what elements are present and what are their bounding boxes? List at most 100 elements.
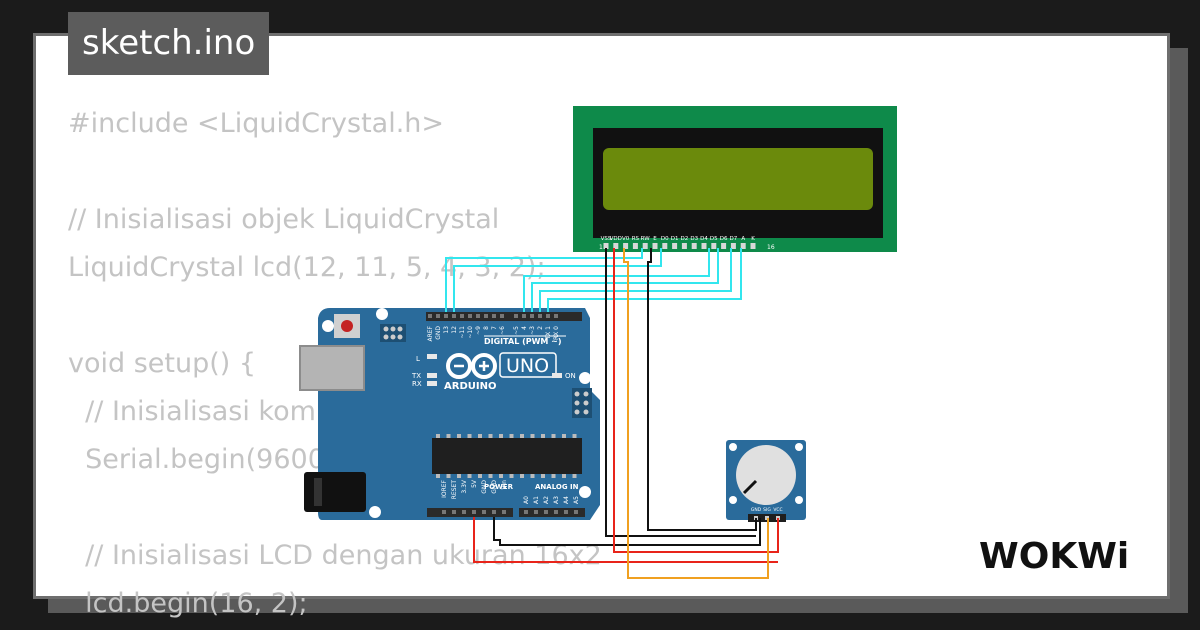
led-on-label: ON bbox=[565, 372, 576, 380]
header-slot[interactable] bbox=[514, 314, 518, 318]
analog-pin-label: A1 bbox=[533, 496, 540, 504]
chip-leg bbox=[572, 474, 577, 478]
lcd-pin[interactable] bbox=[642, 243, 648, 249]
header-slot[interactable] bbox=[492, 510, 496, 514]
chip-leg bbox=[478, 474, 482, 478]
pot-pin-label: SIG bbox=[763, 507, 771, 513]
digital-pin-label: ~10 bbox=[467, 326, 474, 339]
lcd-pin[interactable] bbox=[711, 243, 717, 249]
lcd-pin[interactable] bbox=[740, 243, 746, 249]
lcd-pin[interactable] bbox=[652, 243, 658, 249]
digital-pin-label: 4 bbox=[521, 326, 528, 330]
header-slot[interactable] bbox=[500, 314, 504, 318]
header-slot[interactable] bbox=[462, 510, 466, 514]
chip-leg bbox=[541, 434, 545, 438]
lcd-pin-label: VSS bbox=[601, 236, 612, 242]
chip-leg bbox=[478, 434, 482, 438]
digital-pin-label: ~11 bbox=[459, 326, 466, 339]
lcd-pin[interactable] bbox=[672, 243, 678, 249]
code-line: void setup() { bbox=[68, 348, 257, 379]
chip-leg bbox=[467, 474, 472, 478]
analog-pin-label: A4 bbox=[563, 496, 570, 504]
header-slot[interactable] bbox=[442, 510, 446, 514]
lcd-pin[interactable] bbox=[613, 243, 619, 249]
led-tx-label: TX bbox=[411, 372, 421, 380]
header-slot[interactable] bbox=[544, 510, 548, 514]
lcd-pin[interactable] bbox=[603, 243, 609, 249]
lcd-pin[interactable] bbox=[721, 243, 727, 249]
header-slot[interactable] bbox=[452, 314, 456, 318]
header-slot[interactable] bbox=[428, 314, 432, 318]
lcd-pin[interactable] bbox=[623, 243, 629, 249]
chip-leg bbox=[572, 434, 577, 438]
header-slot[interactable] bbox=[476, 314, 480, 318]
power-jack-inner bbox=[314, 478, 322, 506]
lcd-pin-label: D6 bbox=[720, 236, 728, 242]
microcontroller-chip bbox=[432, 434, 582, 478]
header-slot[interactable] bbox=[554, 314, 558, 318]
power-pin-label: GND bbox=[481, 480, 488, 494]
led-on bbox=[552, 373, 562, 378]
analog-pin-label: A5 bbox=[573, 496, 580, 504]
lcd-pin[interactable] bbox=[681, 243, 687, 249]
header-slot[interactable] bbox=[546, 314, 550, 318]
pot-mount-hole bbox=[729, 496, 737, 504]
digital-pin-label: RX 0 bbox=[553, 326, 560, 340]
lcd-pin[interactable] bbox=[632, 243, 638, 249]
wire-vss-gnd bbox=[605, 248, 756, 537]
lcd-pin-label: VDD bbox=[610, 236, 622, 242]
header-slot[interactable] bbox=[524, 510, 528, 514]
header-slot[interactable] bbox=[564, 510, 568, 514]
header-slot[interactable] bbox=[574, 510, 578, 514]
header-slot[interactable] bbox=[554, 510, 558, 514]
digital-label: DIGITAL (PWM ~) bbox=[484, 337, 562, 346]
header-slot[interactable] bbox=[538, 314, 542, 318]
power-header bbox=[427, 508, 513, 517]
chip-leg bbox=[488, 434, 493, 438]
header-slot[interactable] bbox=[436, 314, 440, 318]
chip-leg bbox=[530, 474, 535, 478]
reset-button[interactable] bbox=[341, 320, 353, 332]
chip-leg bbox=[488, 474, 493, 478]
header-slot[interactable] bbox=[468, 314, 472, 318]
code-line: lcd.begin(16, 2); bbox=[68, 588, 308, 619]
digital-pin-label: 8 bbox=[483, 326, 490, 330]
header-slot[interactable] bbox=[484, 314, 488, 318]
header-slot[interactable] bbox=[534, 510, 538, 514]
header-slot[interactable] bbox=[492, 314, 496, 318]
power-pin-label: 5V bbox=[471, 479, 478, 488]
pot-knob[interactable] bbox=[736, 445, 796, 505]
analog-pin-label: A2 bbox=[543, 496, 550, 504]
arduino-logo bbox=[446, 353, 497, 379]
header-slot[interactable] bbox=[522, 314, 526, 318]
lcd-pin[interactable] bbox=[730, 243, 736, 249]
chip-leg bbox=[551, 474, 556, 478]
pot-mount-hole bbox=[795, 496, 803, 504]
header-slot[interactable] bbox=[472, 510, 476, 514]
lcd-pin-label: D3 bbox=[690, 236, 698, 242]
lcd-pin[interactable] bbox=[701, 243, 707, 249]
analog-label: ANALOG IN bbox=[535, 483, 579, 491]
header-slot[interactable] bbox=[502, 510, 506, 514]
code-line: // Inisialisasi objek LiquidCrystal bbox=[68, 204, 500, 235]
lcd-pin-label: E bbox=[653, 236, 657, 242]
lcd-pin[interactable] bbox=[662, 243, 668, 249]
lcd-pin[interactable] bbox=[691, 243, 697, 249]
file-tab[interactable]: sketch.ino bbox=[68, 12, 270, 75]
header-slot[interactable] bbox=[482, 510, 486, 514]
header-slot[interactable] bbox=[460, 314, 464, 318]
header-slot[interactable] bbox=[530, 314, 534, 318]
header-slot[interactable] bbox=[444, 314, 448, 318]
power-pin-label: IOREF bbox=[441, 479, 448, 497]
header-slot[interactable] bbox=[452, 510, 456, 514]
pot-mount-hole bbox=[729, 443, 737, 451]
lcd-pin[interactable] bbox=[750, 243, 756, 249]
uno-label: UNO bbox=[506, 355, 549, 377]
uno-badge bbox=[499, 352, 557, 378]
wire-vdd-5v bbox=[613, 248, 779, 553]
